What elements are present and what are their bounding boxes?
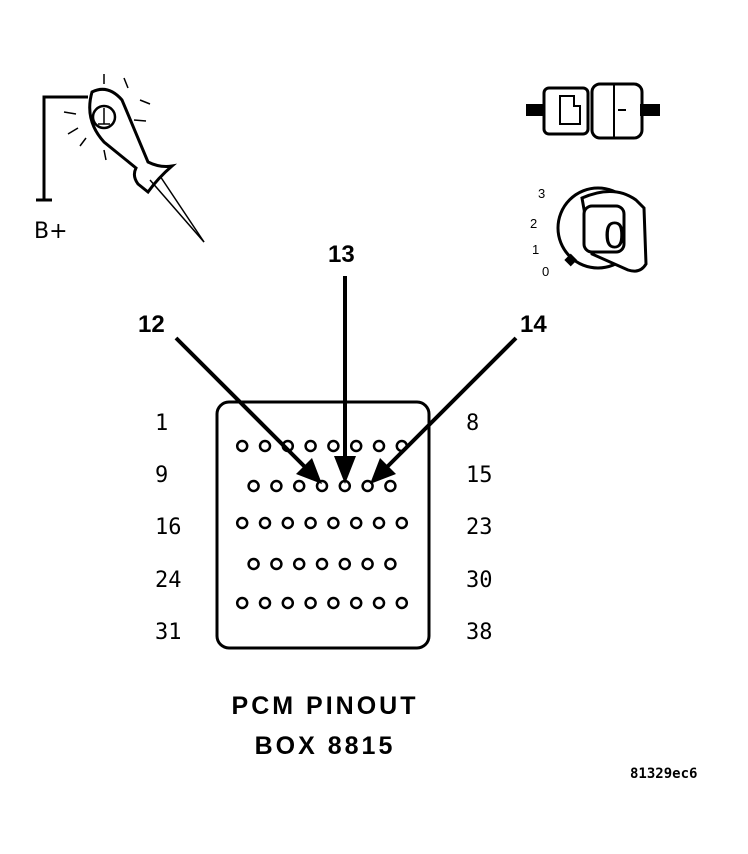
connector-pin <box>372 439 386 453</box>
row-label-right-5: 38 <box>466 620 493 645</box>
diagram-title-line1: PCM PINOUT <box>232 692 419 720</box>
connector-pin <box>315 557 329 571</box>
row-label-right-3: 23 <box>466 515 493 540</box>
connector-pin <box>372 596 386 610</box>
connector-pin <box>361 479 374 493</box>
connector-pin <box>270 557 283 571</box>
connector-pins <box>235 439 409 610</box>
row-label-right-1: 8 <box>466 411 479 436</box>
connector-pin <box>304 596 317 610</box>
connector-pin <box>315 479 329 493</box>
connector-pin <box>304 439 317 453</box>
supply-label: B+ <box>34 219 68 244</box>
connector-pin <box>304 516 317 530</box>
row-label-left-2: 9 <box>155 463 168 488</box>
key-char: 0 <box>604 215 625 257</box>
key-position-1: 1 <box>532 242 539 257</box>
key-position-0: 0 <box>542 264 549 279</box>
connector-pin <box>258 439 272 453</box>
connector-pin <box>327 596 340 610</box>
row-label-right-4: 30 <box>466 568 493 593</box>
connector-pin <box>327 439 340 453</box>
connector-pin <box>395 596 409 610</box>
test-light-icon: B+ <box>34 74 205 244</box>
connector-pin <box>361 557 374 571</box>
callout-12: 12 <box>138 311 165 338</box>
connector-pin <box>349 596 363 610</box>
connector-pin <box>395 516 409 530</box>
row-label-left-1: 1 <box>155 411 168 436</box>
connector-pin <box>258 596 272 610</box>
connector-pin <box>292 479 306 493</box>
connector-disconnect-icon <box>526 82 660 140</box>
connector-pin <box>384 479 397 493</box>
key-position-2: 2 <box>530 216 537 231</box>
row-label-right-2: 15 <box>466 463 493 488</box>
row-label-left-5: 31 <box>155 620 182 645</box>
row-label-left-3: 16 <box>155 515 182 540</box>
key-position-3: 3 <box>538 186 545 201</box>
connector-pin <box>372 516 386 530</box>
connector-pin <box>281 596 295 610</box>
row-label-left-4: 24 <box>155 568 182 593</box>
callout-14: 14 <box>520 311 547 338</box>
connector-pin <box>247 479 260 493</box>
connector-pin <box>281 516 295 530</box>
connector-pin <box>349 439 363 453</box>
connector-pin <box>384 557 397 571</box>
connector-pin <box>258 516 272 530</box>
connector-pin <box>235 596 249 610</box>
connector-pin <box>338 557 352 571</box>
connector-pin <box>327 516 340 530</box>
connector-pin <box>270 479 283 493</box>
figure-code: 81329ec6 <box>630 766 697 782</box>
callout-13: 13 <box>328 241 355 268</box>
connector-pin <box>235 439 249 453</box>
ignition-key-icon: 3 2 1 0 0 <box>530 186 648 279</box>
diagram-title-line2: BOX 8815 <box>255 732 396 760</box>
pin-pointer-arrows <box>174 276 518 484</box>
connector-pin <box>247 557 260 571</box>
connector-pin <box>349 516 363 530</box>
connector-pin <box>292 557 306 571</box>
connector-pin <box>235 516 249 530</box>
pcm-connector-body <box>215 400 431 650</box>
